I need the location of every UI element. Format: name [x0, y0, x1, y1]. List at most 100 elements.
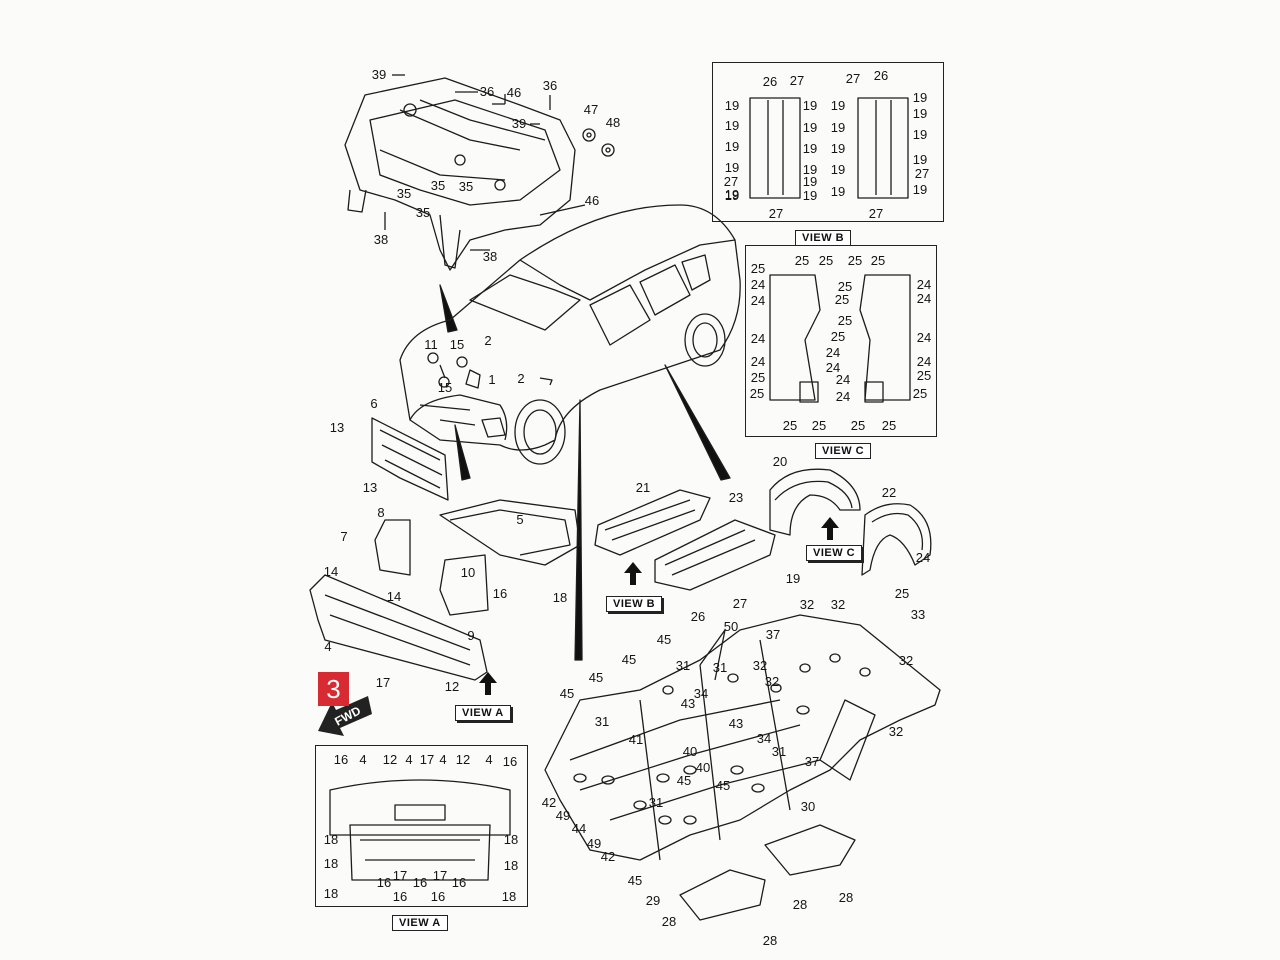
part-number-label: 4: [359, 752, 367, 767]
part-number-label: 39: [371, 67, 387, 82]
view-b-panels-drawing: [749, 97, 909, 199]
part-number-label: 24: [750, 293, 766, 308]
part-number-label: 44: [571, 821, 587, 836]
part-number-label: 45: [559, 686, 575, 701]
part-number-label: 17: [419, 752, 435, 767]
part-number-label: 24: [835, 372, 851, 387]
part-number-label: 28: [792, 897, 808, 912]
part-number-label: 20: [772, 454, 788, 469]
part-number-label: 19: [802, 141, 818, 156]
part-number-label: 26: [762, 74, 778, 89]
wheel-liners-drawing: [769, 468, 932, 576]
part-number-label: 27: [868, 206, 884, 221]
part-number-label: 25: [837, 313, 853, 328]
part-number-label: 43: [728, 716, 744, 731]
part-number-label: 25: [818, 253, 834, 268]
part-number-label: 45: [715, 778, 731, 793]
part-number-label: 27: [789, 73, 805, 88]
part-number-label: 19: [724, 118, 740, 133]
part-number-label: 28: [661, 914, 677, 929]
part-number-label: 19: [830, 120, 846, 135]
part-number-label: 8: [377, 505, 385, 520]
part-number-label: 38: [482, 249, 498, 264]
part-number-label: 18: [323, 886, 339, 901]
part-number-label: 45: [656, 632, 672, 647]
part-number-label: 27: [768, 206, 784, 221]
underbody-shields-drawing: [594, 489, 776, 591]
part-number-label: 24: [916, 291, 932, 306]
part-number-label: 19: [802, 188, 818, 203]
part-number-label: 48: [605, 115, 621, 130]
part-number-label: 27: [723, 174, 739, 189]
view-a-inset-drawing: [329, 779, 511, 881]
part-number-label: 39: [511, 116, 527, 131]
part-number-label: 25: [750, 370, 766, 385]
part-number-label: 25: [894, 586, 910, 601]
part-number-label: 25: [870, 253, 886, 268]
part-number-label: 23: [728, 490, 744, 505]
part-number-label: 1: [488, 372, 496, 387]
part-number-label: 19: [830, 162, 846, 177]
fasteners-47-48: [582, 128, 615, 157]
part-number-label: 35: [430, 178, 446, 193]
part-number-label: 13: [329, 420, 345, 435]
part-number-label: 18: [503, 832, 519, 847]
part-number-label: 45: [627, 873, 643, 888]
view-a-box: [315, 745, 528, 907]
part-number-label: 35: [396, 186, 412, 201]
part-number-label: 12: [455, 752, 471, 767]
part-number-label: 12: [444, 679, 460, 694]
part-number-label: 37: [804, 754, 820, 769]
part-number-label: 36: [479, 84, 495, 99]
part-number-label: 19: [785, 571, 801, 586]
part-number-label: 14: [386, 589, 402, 604]
part-number-label: 28: [838, 890, 854, 905]
part-number-label: 19: [724, 188, 740, 203]
part-number-label: 40: [682, 744, 698, 759]
part-number-label: 26: [873, 68, 889, 83]
part-number-label: 27: [914, 166, 930, 181]
part-number-label: 40: [695, 760, 711, 775]
front-crossmember-drawing: [344, 74, 586, 271]
part-number-label: 50: [723, 619, 739, 634]
part-number-label: 11: [424, 337, 438, 352]
part-number-label: 31: [675, 658, 691, 673]
part-number-label: 12: [382, 752, 398, 767]
part-number-label: 25: [916, 368, 932, 383]
part-number-label: 4: [324, 639, 332, 654]
part-number-label: 24: [750, 354, 766, 369]
part-number-label: 41: [628, 732, 644, 747]
part-number-label: 16: [492, 586, 508, 601]
part-number-label: 16: [451, 875, 467, 890]
part-number-label: 10: [460, 565, 476, 580]
part-number-label: 37: [765, 627, 781, 642]
part-number-label: 19: [802, 120, 818, 135]
part-number-label: 15: [449, 337, 465, 352]
part-number-label: 42: [541, 795, 557, 810]
part-number-label: 36: [542, 78, 558, 93]
part-number-label: 19: [724, 98, 740, 113]
view-b-box: [712, 62, 944, 222]
part-number-label: 19: [802, 98, 818, 113]
view-a-floating-tag: VIEW A: [455, 705, 511, 721]
part-number-label: 18: [501, 889, 517, 904]
part-number-label: 19: [802, 174, 818, 189]
part-number-label: 33: [910, 607, 926, 622]
part-number-label: 16: [333, 752, 349, 767]
part-number-label: 24: [916, 354, 932, 369]
part-number-label: 15: [437, 380, 453, 395]
part-number-label: 35: [458, 179, 474, 194]
part-number-label: 2: [484, 333, 492, 348]
part-number-label: 25: [837, 279, 853, 294]
part-number-label: 16: [376, 875, 392, 890]
reference-badge: 3: [318, 672, 349, 706]
part-number-label: 43: [680, 696, 696, 711]
part-number-label: 13: [362, 480, 378, 495]
part-number-label: 46: [584, 193, 600, 208]
part-number-label: 24: [915, 550, 931, 565]
part-number-label: 34: [693, 686, 709, 701]
part-number-label: 6: [370, 396, 378, 411]
part-number-label: 31: [771, 744, 787, 759]
